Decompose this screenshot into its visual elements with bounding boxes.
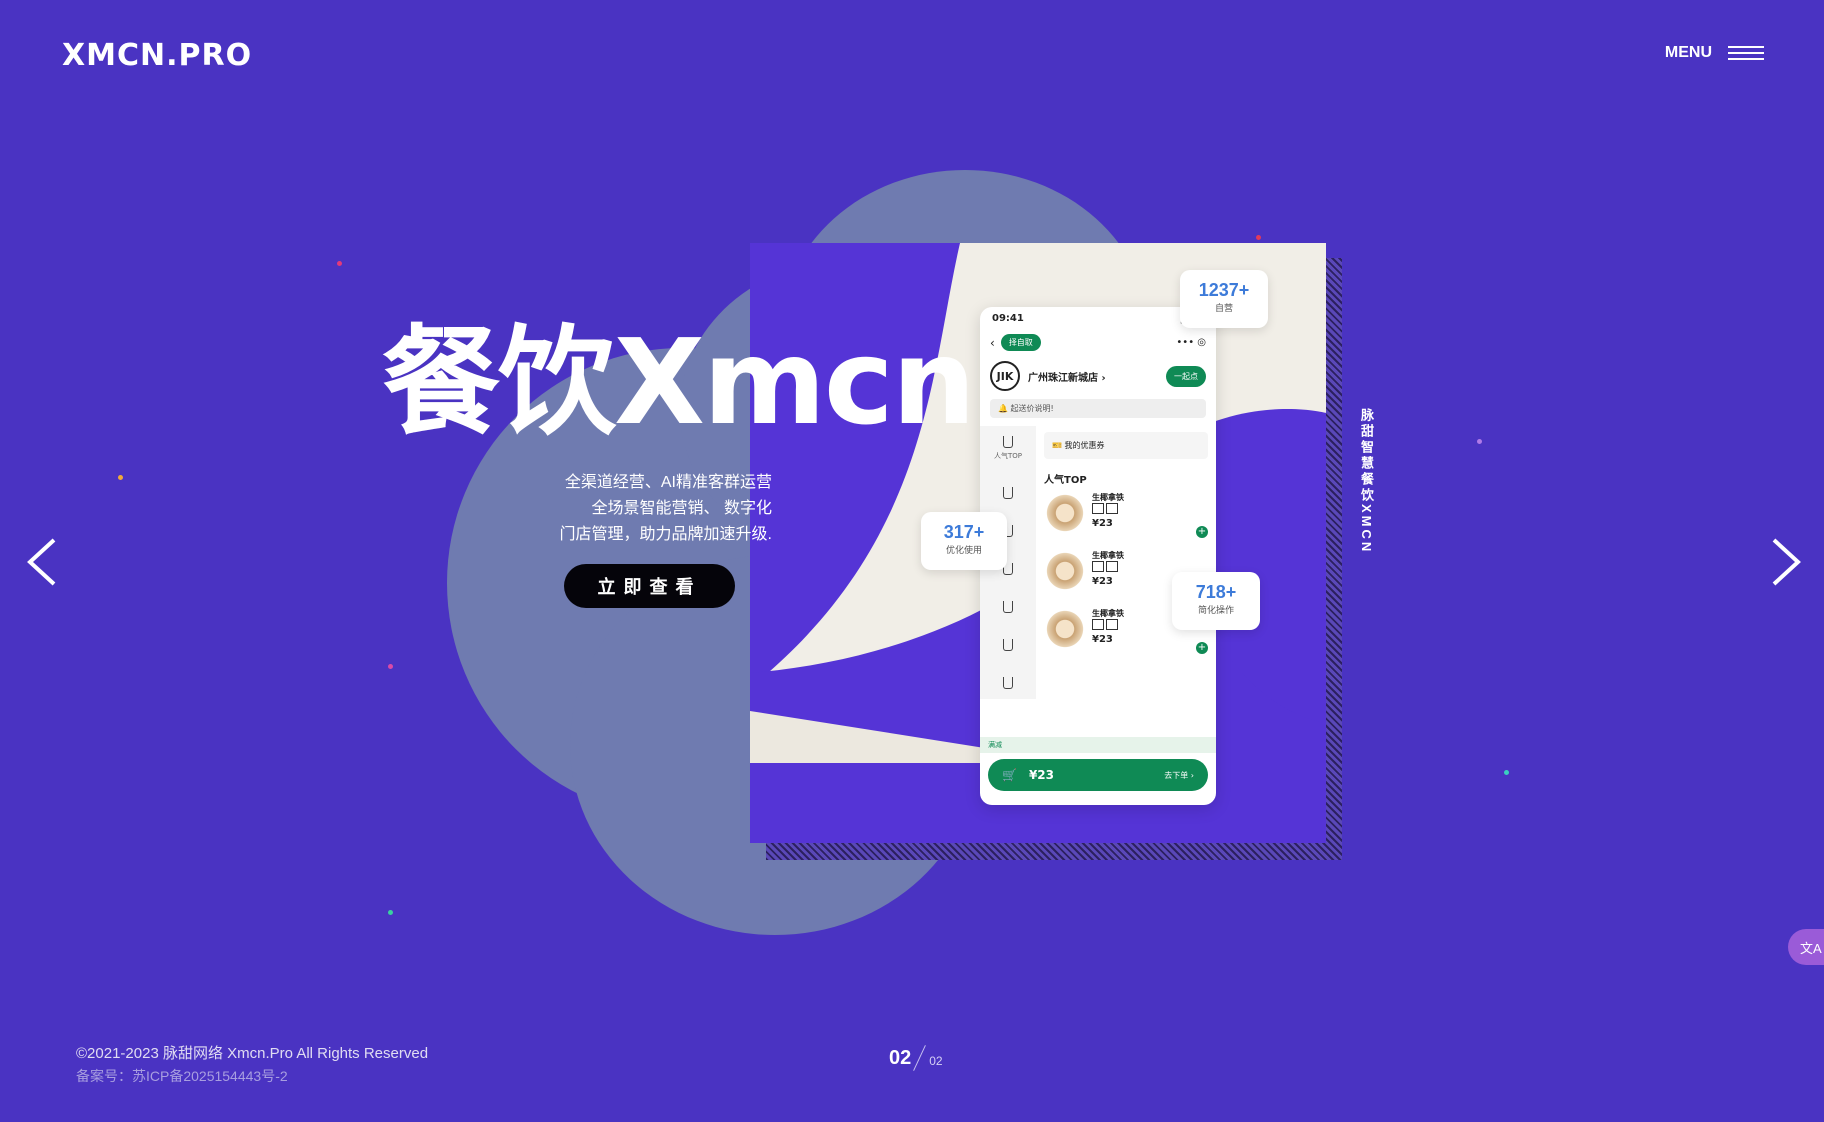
- subtitle-line: 门店管理，助力品牌加速升级.: [559, 526, 772, 543]
- page-total: 02: [929, 1054, 943, 1068]
- promo-bar: 满减: [980, 737, 1216, 753]
- checkout-label: 去下单 ›: [1164, 770, 1194, 780]
- chevron-right-icon: [1772, 538, 1801, 586]
- coupon-row: 🎫 我的优惠券: [1044, 432, 1208, 459]
- decor-dot: [1477, 439, 1482, 444]
- latte-image: [1044, 492, 1086, 534]
- store-logo: JIK: [990, 361, 1020, 391]
- add-icon: +: [1196, 526, 1208, 538]
- group-order-button: 一起点: [1166, 365, 1206, 387]
- subtitle-line: 全渠道经营、AI精准客群运营: [564, 474, 772, 491]
- prev-arrow[interactable]: [24, 536, 68, 588]
- next-arrow[interactable]: [1760, 536, 1804, 588]
- stat-bubble: 718+简化操作: [1172, 572, 1260, 630]
- menu-button[interactable]: MENU: [1665, 44, 1764, 62]
- phone-nav: ‹ 择自取 ••• ◎: [980, 330, 1216, 355]
- cup-icon: [1003, 677, 1013, 689]
- section-title: 人气TOP: [1044, 475, 1087, 486]
- stat-bubble: 317+优化使用: [921, 512, 1007, 570]
- chevron-left-icon: [27, 538, 56, 586]
- icp-link[interactable]: 备案号：苏ICP备2025154443号-2: [76, 1068, 288, 1084]
- cup-icon: [1003, 601, 1013, 613]
- decor-dot: [388, 910, 393, 915]
- product-item: 生椰拿铁 ¥23 +: [1044, 492, 1208, 538]
- cart-bar: 🛒 ¥23 去下单 ›: [988, 759, 1208, 791]
- decor-dot: [337, 261, 342, 266]
- latte-image: [1044, 608, 1086, 650]
- notice-bar: 🔔 起送价说明!: [990, 399, 1206, 418]
- page-current: 02: [889, 1047, 912, 1069]
- translate-button[interactable]: 文A: [1788, 929, 1824, 965]
- cup-icon: [1003, 563, 1013, 575]
- cart-icon: 🛒: [1002, 768, 1017, 782]
- phone-mockup: 09:41 ▂▄▆ ‹ 择自取 ••• ◎ JIK 广州珠江新城店 › 一起点 …: [980, 307, 1216, 805]
- decor-dot: [118, 475, 123, 480]
- more-icon: ••• ◎: [1176, 337, 1206, 348]
- cup-icon: [1003, 639, 1013, 651]
- cart-price: ¥23: [1028, 768, 1055, 782]
- category-item: 人气TOP: [994, 436, 1022, 461]
- translate-icon: 文A: [1800, 941, 1822, 956]
- hero-subtitle: 全渠道经营、AI精准客群运营 全场景智能营销、 数字化 门店管理，助力品牌加速升…: [520, 470, 772, 548]
- logo[interactable]: XMCN.PRO: [62, 38, 253, 73]
- back-icon: ‹: [990, 335, 995, 350]
- stat-bubble: 1237+自营: [1180, 270, 1268, 328]
- pickup-pill: 择自取: [1000, 334, 1041, 351]
- phone-time: 09:41: [992, 313, 1024, 324]
- decor-dot: [1504, 770, 1509, 775]
- hamburger-icon: [1728, 46, 1764, 60]
- cup-icon: [1003, 487, 1013, 499]
- add-icon: +: [1196, 642, 1208, 654]
- decor-dot: [1256, 235, 1261, 240]
- view-now-button[interactable]: 立即查看: [564, 564, 735, 608]
- subtitle-line: 全场景智能营销、 数字化: [591, 500, 772, 517]
- phone-body: 人气TOP 🎫 我的优惠券 人气TOP 生椰拿铁 ¥23 + 生椰拿铁 ¥23 …: [980, 426, 1216, 699]
- page-divider: [913, 1044, 927, 1070]
- product-item: 生椰拿铁 ¥23 +: [1044, 608, 1208, 654]
- store-row: JIK 广州珠江新城店 › 一起点: [980, 355, 1216, 397]
- phone-main: 🎫 我的优惠券 人气TOP 生椰拿铁 ¥23 + 生椰拿铁 ¥23 + 生椰拿铁…: [1036, 426, 1216, 699]
- store-name: 广州珠江新城店 ›: [1028, 372, 1106, 384]
- decor-dot: [388, 664, 393, 669]
- slide-pager: 02 02: [889, 1044, 943, 1070]
- menu-label: MENU: [1664, 44, 1712, 61]
- copyright: ©2021-2023 脉甜网络 Xmcn.Pro All Rights Rese…: [76, 1045, 429, 1062]
- hero-title: 餐饮Xmcn: [382, 313, 976, 451]
- latte-image: [1044, 550, 1086, 592]
- side-vertical-label: 脉甜智慧餐饮XMCN: [1359, 408, 1374, 555]
